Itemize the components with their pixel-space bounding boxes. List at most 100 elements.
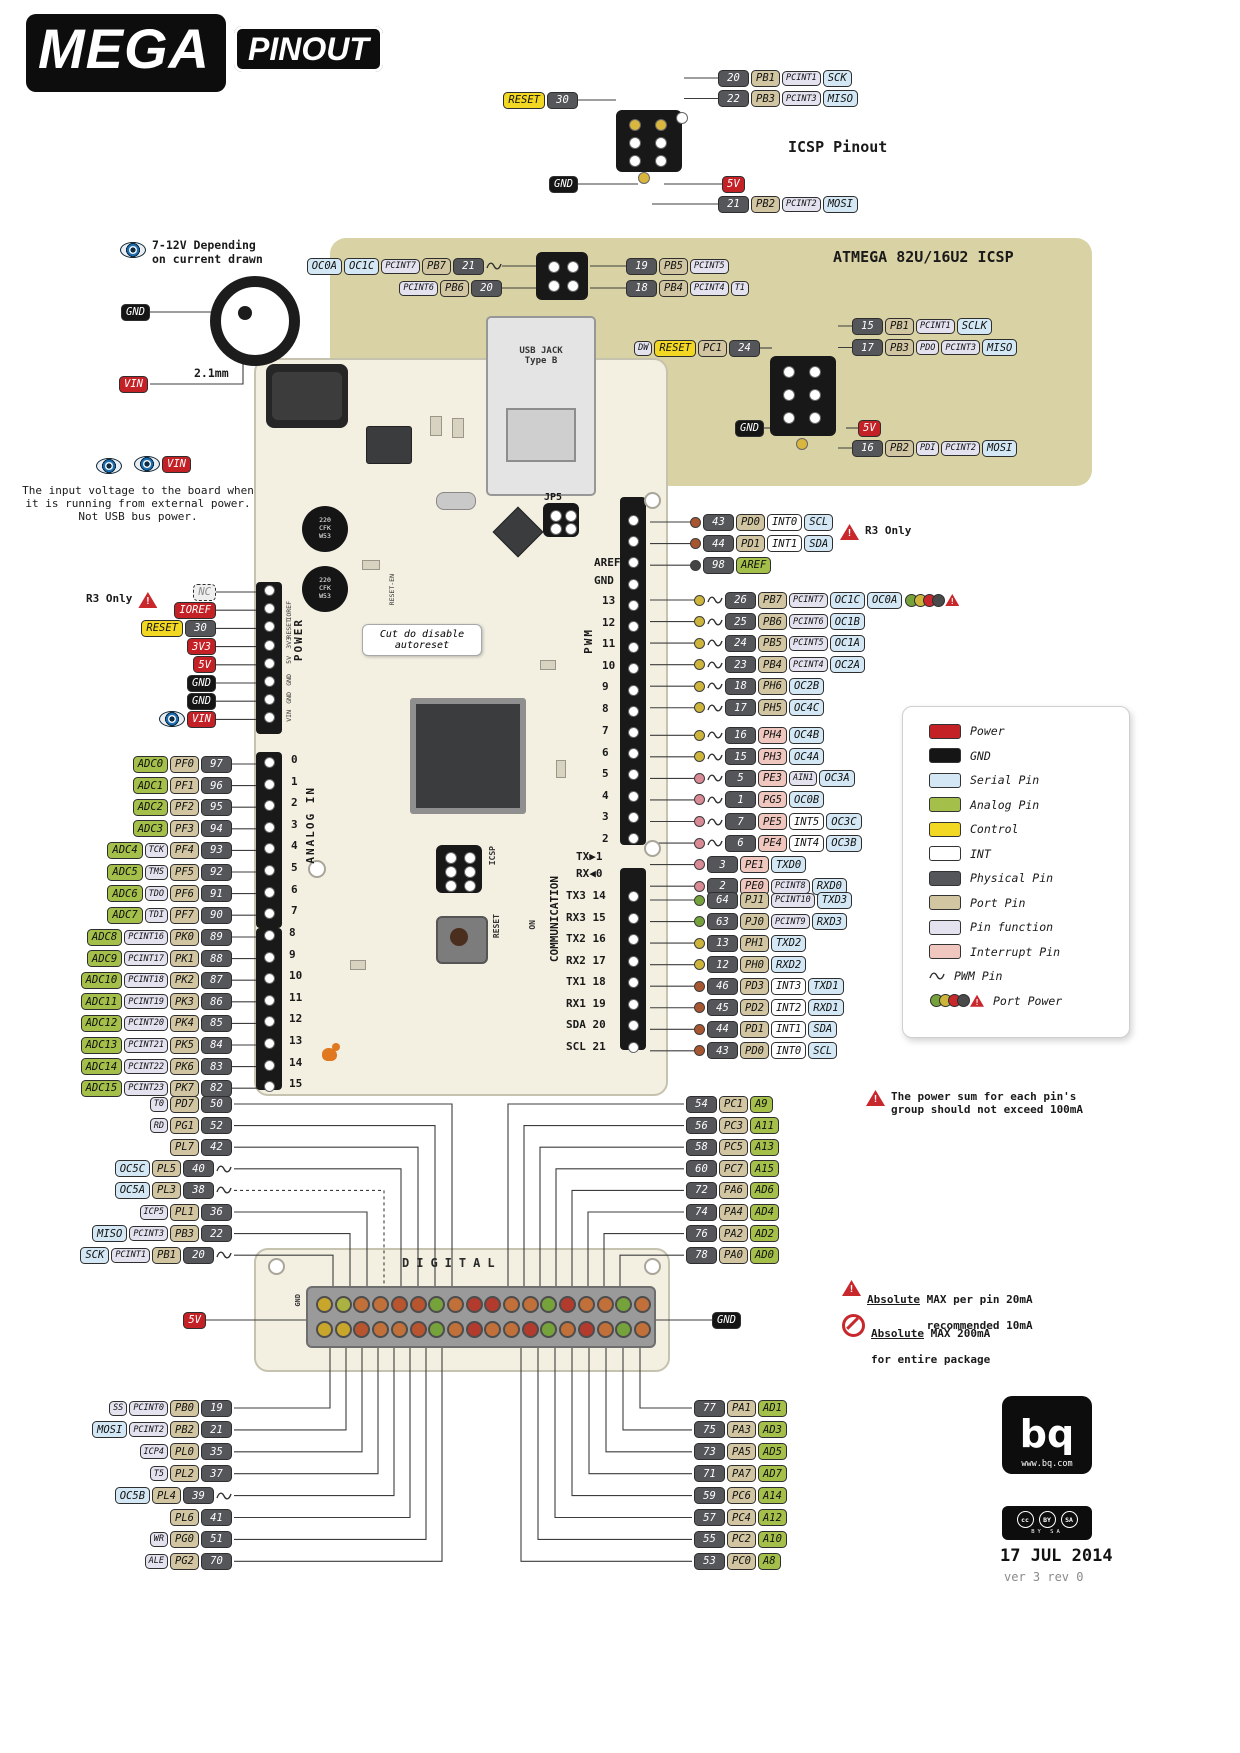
board-label: 5 (291, 861, 298, 874)
pin-badge-pc5: PC5 (719, 1138, 748, 1156)
pin-badge-5: 5 (725, 769, 756, 787)
pin-badge-pcint3: PCINT3 (941, 340, 981, 355)
cc-license: cc BY SA BY SA (1002, 1506, 1092, 1540)
pin-badge-pa6: PA6 (719, 1181, 748, 1199)
pin-badge-oc1a: OC1A (829, 634, 865, 652)
warning-icon (945, 594, 960, 606)
date: 17 JUL 2014 (1000, 1546, 1113, 1566)
pin-row-icsp-top-5v-0: 5V (722, 175, 745, 193)
capacitor: 220 CFK W53 (302, 506, 348, 552)
pin-badge-oc5a: OC5A (114, 1181, 151, 1199)
pin-badge-txd2: TXD2 (770, 934, 807, 952)
pin-dot (694, 702, 705, 714)
pin-badge-pd0: PD0 (740, 1042, 769, 1060)
pin-hole (264, 676, 275, 687)
pin-badge-pg5: PG5 (758, 791, 787, 809)
port-power-dot (957, 994, 970, 1008)
pin-badge-ph5: PH5 (758, 699, 787, 717)
pin-badge-43: 43 (703, 513, 734, 531)
pin-dot (694, 959, 705, 971)
pin-hole (445, 852, 457, 864)
pin-row-power-left-4: 5V (193, 656, 216, 674)
connector-hole (353, 1296, 371, 1313)
pin-hole (628, 891, 639, 902)
pin-hole (264, 757, 275, 768)
pin-badge-ph6: PH6 (758, 677, 787, 695)
r3-only-left: R3 Only (86, 592, 158, 608)
pin-hole (628, 557, 639, 569)
pwm-squiggle-icon (707, 659, 723, 671)
pin-badge-5v: 5V (722, 175, 745, 193)
voltage-regulator (366, 426, 412, 464)
pin-badge-38: 38 (183, 1181, 214, 1199)
bq-logo: bq www.bq.com (1002, 1396, 1092, 1474)
pwm-squiggle-icon (216, 1490, 232, 1502)
pin-badge-55: 55 (694, 1530, 725, 1548)
board-label: GND (285, 673, 293, 686)
legend-swatch (929, 919, 961, 935)
pin-badge-85: 85 (201, 1014, 232, 1032)
wire (234, 1346, 443, 1562)
pin-hole (628, 769, 639, 781)
pin-badge-ph4: PH4 (758, 726, 787, 744)
board-label: 8 (602, 701, 609, 715)
pin-badge-adc12: ADC12 (80, 1014, 123, 1032)
voltage-note: 7-12V Depending on current drawn (152, 238, 263, 266)
pin-hole (548, 261, 560, 273)
cc-icons: cc BY SA (1016, 1511, 1078, 1528)
board-label: 11 (289, 990, 303, 1004)
pin-badge-20: 20 (471, 279, 502, 297)
pin-badge-pcint6: PCINT6 (788, 614, 828, 630)
pin-badge-pe3: PE3 (758, 769, 787, 787)
pin-hole (628, 705, 639, 717)
pin-badge-vin: VIN (187, 710, 216, 728)
board-label: 2 (602, 831, 609, 845)
pin-badge-95: 95 (201, 798, 232, 816)
pin-badge-t1: T1 (730, 280, 749, 296)
pin-badge-pf5: PF5 (170, 863, 199, 881)
cc-caption: BY SA (1031, 1529, 1063, 1535)
pin-badge-pc6: PC6 (727, 1487, 756, 1505)
pin-badge-20: 20 (183, 1246, 214, 1264)
pin-badge-pl3: PL3 (152, 1181, 181, 1199)
digital-label: DIGITAL (402, 1256, 502, 1270)
pin-badge-sck: SCK (822, 69, 852, 87)
pin-badge-pcint1: PCINT1 (915, 318, 955, 334)
pin-badge-miso: MISO (982, 339, 1018, 356)
pin-badge-63: 63 (707, 913, 738, 931)
power-sum-warning-text: The power sum for each pin's group shoul… (891, 1090, 1084, 1116)
legend-item-gnd: GND (929, 744, 1129, 769)
board-label: 8 (289, 926, 296, 939)
pin-badge-ph1: PH1 (740, 934, 769, 952)
r3-only-right: R3 Only (840, 524, 911, 540)
pin-badge-96: 96 (201, 777, 232, 795)
pin-badge-pd7: PD7 (170, 1095, 199, 1113)
abs-max-pin-text: Absolute MAX per pin 20mA recommended 10… (867, 1280, 1033, 1345)
pin-hole (445, 880, 457, 892)
pin-badge-a10: A10 (757, 1530, 787, 1548)
connector-hole (372, 1296, 390, 1313)
pin-badge-94: 94 (201, 820, 232, 838)
pin-badge-37: 37 (201, 1465, 232, 1483)
board-label: 2 (291, 796, 298, 810)
pwm-squiggle-icon (707, 837, 723, 849)
pin-dot (694, 659, 705, 671)
pin-badge-pk1: PK1 (170, 950, 199, 968)
pin-hole (628, 790, 639, 802)
